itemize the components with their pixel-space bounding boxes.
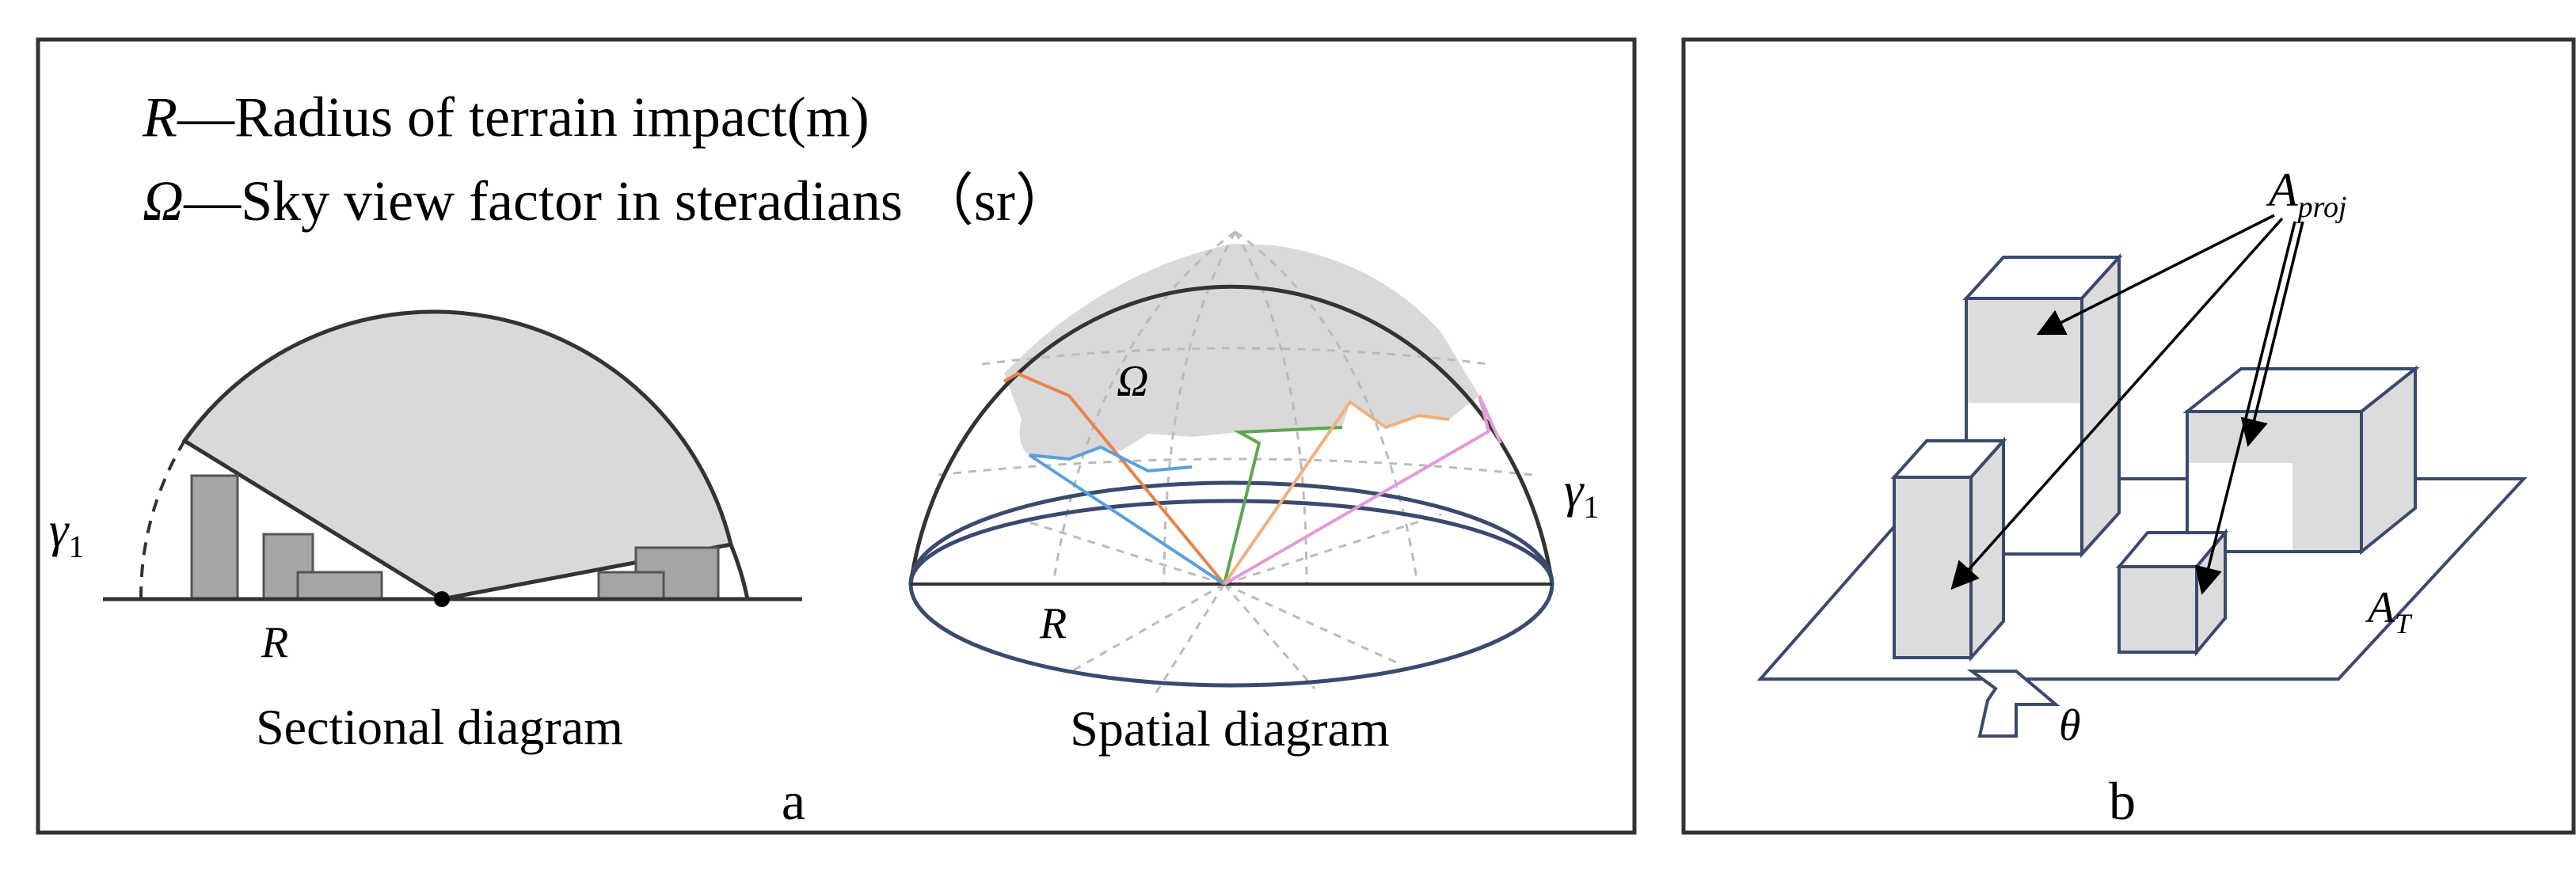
ray-green — [1223, 426, 1343, 585]
sectional-caption: Sectional diagram — [256, 699, 623, 755]
panel-a-frame — [36, 37, 1637, 835]
ray-orange — [1003, 371, 1226, 586]
panel-b-frame — [1681, 37, 2576, 835]
sectional-diagram: γ1 R Sectional diagram — [49, 309, 802, 755]
building-front-left — [1890, 436, 2007, 662]
legend-line-omega: Ω—Sky view factor in steradians （sr） — [143, 169, 1072, 233]
spatial-caption: Spatial diagram — [1070, 700, 1389, 757]
spatial-gamma-label: γ1 — [1564, 464, 1599, 525]
ray-blue — [1028, 445, 1226, 586]
sectional-r-label: R — [261, 618, 288, 667]
tall-box-projection — [1968, 300, 2080, 403]
right-cube-projection — [2189, 413, 2360, 550]
arrow-to-right-cube — [2240, 221, 2304, 447]
legend-symbol-r: R — [142, 85, 177, 149]
building-right-front — [597, 571, 665, 601]
arrow-to-tall-box — [2036, 214, 2275, 336]
a-t-label: AT — [2365, 583, 2413, 639]
arrow-to-front-left — [1950, 217, 2284, 590]
ray-peach — [1223, 400, 1450, 586]
legend-text-omega: —Sky view factor in steradians （sr） — [183, 169, 1072, 233]
a-proj-label: Aproj — [2266, 164, 2347, 224]
legend-symbol-omega: Ω — [143, 169, 184, 233]
legend-line-radius: R—Radius of terrain impact(m) — [142, 85, 869, 149]
building-low-left — [296, 571, 383, 601]
building-tall-left — [190, 474, 239, 601]
projection-arrows — [1950, 214, 2304, 595]
sky-view-sector — [181, 309, 734, 601]
sectional-gamma-label: γ1 — [49, 503, 84, 564]
sky-region-shading — [1004, 244, 1479, 459]
spatial-omega-label: Ω — [1117, 357, 1149, 406]
hemisphere-gridlines — [938, 230, 1533, 693]
legend-text-radius: —Radius of terrain impact(m) — [177, 85, 869, 149]
horizon-ellipse-back — [908, 499, 1554, 585]
spatial-r-label: R — [1039, 599, 1067, 648]
front-left-front — [1893, 476, 1973, 659]
dashed-horizon-arc — [139, 439, 186, 600]
small-box-front — [2117, 565, 2198, 654]
building-right-cube — [2182, 365, 2420, 556]
panel-a-label: a — [782, 771, 805, 831]
right-horizon-arc — [729, 544, 750, 600]
theta-label: θ — [2059, 701, 2081, 750]
sky-rays — [1003, 371, 1502, 586]
observer-point — [434, 591, 450, 607]
panel-b-label: b — [2109, 771, 2136, 831]
building-small-front — [2115, 528, 2229, 657]
arrow-to-small-box — [2194, 221, 2296, 595]
spatial-diagram: Ω γ1 R Spatial diagram — [908, 230, 1599, 757]
ray-pink — [1223, 395, 1502, 586]
wind-direction-arrow — [1966, 670, 2060, 738]
